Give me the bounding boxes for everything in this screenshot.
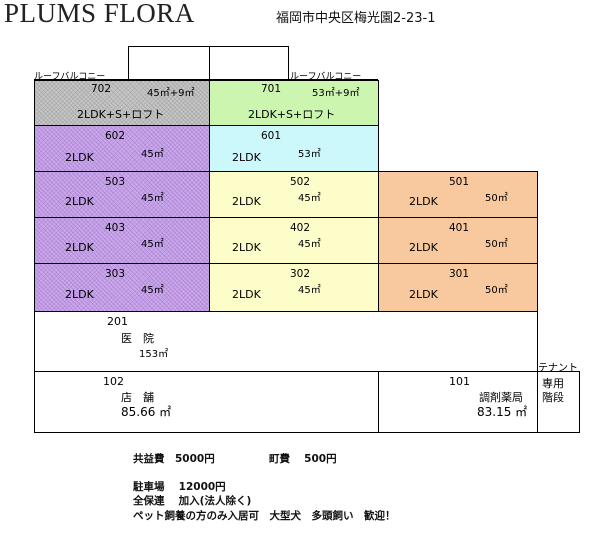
unit-number: 303 xyxy=(105,268,126,280)
unit-area: 53㎡ xyxy=(298,149,321,160)
unit-layout: 2LDK+S+ロフト xyxy=(77,108,165,121)
unit-702[interactable]: 702 45㎡+9㎡ 2LDK+S+ロフト xyxy=(34,80,210,126)
unit-area: 45㎡ xyxy=(141,239,164,250)
unit-area: 50㎡ xyxy=(485,239,508,250)
unit-area: 45㎡ xyxy=(298,239,321,250)
store-area: 153㎡ xyxy=(139,349,169,360)
unit-number: 701 xyxy=(261,83,282,95)
stairs-label-line2: 階段 xyxy=(542,391,564,404)
unit-number: 302 xyxy=(290,268,311,280)
unit-402[interactable]: 402 45㎡ 2LDK xyxy=(209,217,379,264)
unit-303[interactable]: 303 45㎡ 2LDK xyxy=(34,263,210,312)
store-area: 85.66 ㎡ xyxy=(121,405,172,419)
store-number: 101 xyxy=(449,375,470,388)
guarantor-note: 全保連 加入(法人除く) xyxy=(133,495,252,507)
store-name: 医 院 xyxy=(121,332,154,345)
building-address: 福岡市中央区梅光園2-23-1 xyxy=(276,11,436,26)
unit-501[interactable]: 501 50㎡ 2LDK xyxy=(378,171,538,218)
unit-number: 503 xyxy=(105,176,126,188)
unit-area: 50㎡ xyxy=(485,193,508,204)
unit-layout: 2LDK xyxy=(65,195,94,208)
unit-area: 45㎡ xyxy=(298,193,321,204)
unit-area: 45㎡+9㎡ xyxy=(147,88,195,99)
unit-layout: 2LDK xyxy=(232,195,261,208)
store-name: 店 舗 xyxy=(121,391,154,404)
unit-layout: 2LDK xyxy=(65,288,94,301)
unit-602[interactable]: 602 45㎡ 2LDK xyxy=(34,125,210,172)
rooftop-structure-left xyxy=(128,46,210,81)
rooftop-structure-right xyxy=(209,46,289,81)
unit-number: 401 xyxy=(449,222,470,234)
unit-701[interactable]: 701 53㎡+9㎡ 2LDK+S+ロフト xyxy=(209,80,379,126)
unit-601[interactable]: 601 53㎡ 2LDK xyxy=(209,125,379,172)
unit-layout: 2LDK+S+ロフト xyxy=(248,108,336,121)
unit-layout: 2LDK xyxy=(409,241,438,254)
store-102-shop[interactable]: 102 店 舗 85.66 ㎡ xyxy=(34,371,379,433)
roof-balcony-label-left: ルーフバルコニー xyxy=(34,72,106,82)
unit-401[interactable]: 401 50㎡ 2LDK xyxy=(378,217,538,264)
pet-note: ペット飼養の方のみ入居可 大型犬 多頭飼い 歓迎！ xyxy=(133,510,396,522)
unit-area: 45㎡ xyxy=(141,193,164,204)
store-name: 調剤薬局 xyxy=(479,391,523,404)
unit-layout: 2LDK xyxy=(65,241,94,254)
parking-fee: 駐車場 12000円 xyxy=(133,481,226,493)
unit-number: 502 xyxy=(290,176,311,188)
private-stairs: 専用 階段 xyxy=(537,371,580,433)
store-number: 102 xyxy=(103,375,124,388)
unit-layout: 2LDK xyxy=(232,288,261,301)
unit-area: 45㎡ xyxy=(141,285,164,296)
unit-area: 50㎡ xyxy=(485,285,508,296)
store-201-clinic[interactable]: 201 医 院 153㎡ xyxy=(34,311,538,372)
unit-area: 45㎡ xyxy=(141,149,164,160)
roof-balcony-divider xyxy=(34,79,378,80)
unit-layout: 2LDK xyxy=(65,151,94,164)
store-number: 201 xyxy=(107,315,128,328)
unit-number: 301 xyxy=(449,268,470,280)
unit-number: 702 xyxy=(91,83,112,95)
common-fee: 共益費 5000円 xyxy=(133,453,215,465)
unit-layout: 2LDK xyxy=(232,241,261,254)
unit-area: 45㎡ xyxy=(298,285,321,296)
unit-403[interactable]: 403 45㎡ 2LDK xyxy=(34,217,210,264)
unit-layout: 2LDK xyxy=(232,151,261,164)
unit-number: 501 xyxy=(449,176,470,188)
town-fee: 町費 500円 xyxy=(269,453,337,465)
unit-layout: 2LDK xyxy=(409,288,438,301)
unit-layout: 2LDK xyxy=(409,195,438,208)
tenant-label: テナント xyxy=(538,363,578,374)
unit-503[interactable]: 503 45㎡ 2LDK xyxy=(34,171,210,218)
stairs-label-line1: 専用 xyxy=(542,377,564,390)
roof-balcony-label-right: ルーフバルコニー xyxy=(290,72,362,82)
building-name: PLUMS FLORA xyxy=(4,0,195,28)
unit-502[interactable]: 502 45㎡ 2LDK xyxy=(209,171,379,218)
unit-number: 403 xyxy=(105,222,126,234)
store-area: 83.15 ㎡ xyxy=(477,405,528,419)
unit-number: 402 xyxy=(290,222,311,234)
unit-302[interactable]: 302 45㎡ 2LDK xyxy=(209,263,379,312)
unit-number: 602 xyxy=(105,130,126,142)
unit-number: 601 xyxy=(261,130,282,142)
store-101-pharmacy[interactable]: 101 調剤薬局 83.15 ㎡ xyxy=(378,371,538,433)
unit-301[interactable]: 301 50㎡ 2LDK xyxy=(378,263,538,312)
unit-area: 53㎡+9㎡ xyxy=(312,88,360,99)
